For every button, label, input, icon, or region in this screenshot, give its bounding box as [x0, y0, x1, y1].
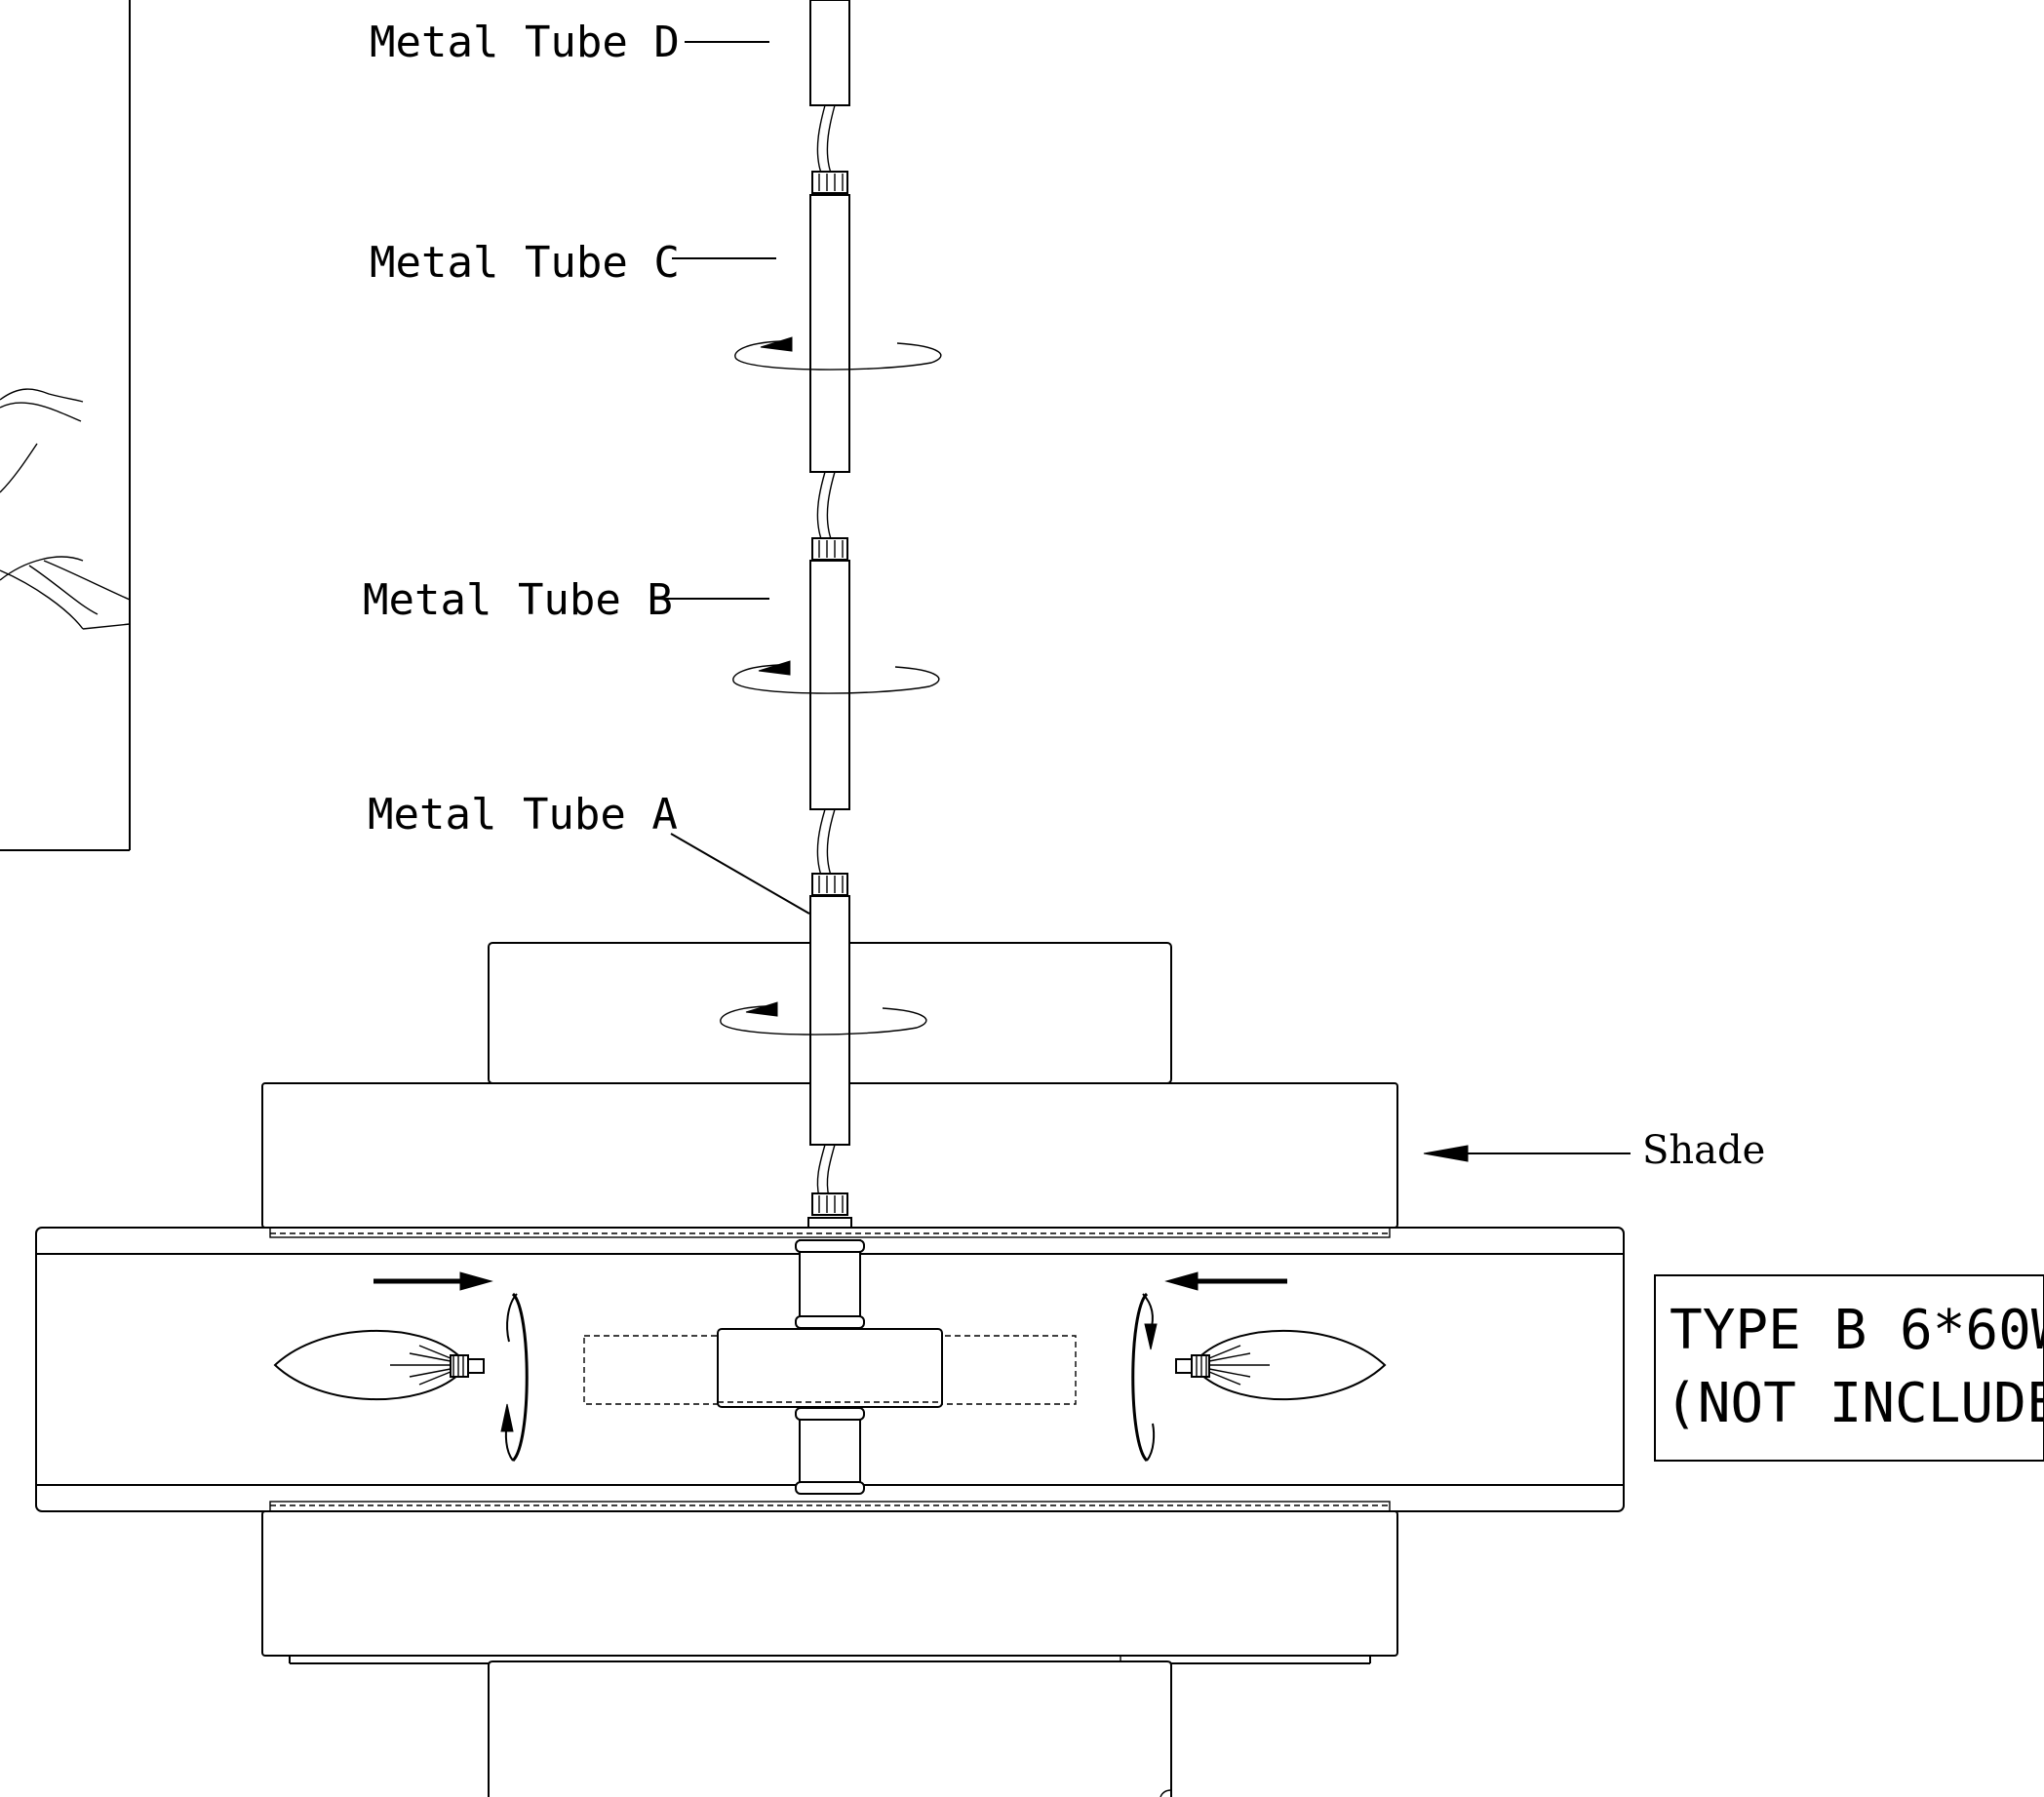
rotate-arrow-tube-c: [734, 336, 942, 371]
twist-arrow-right: [1131, 1292, 1158, 1463]
rotate-arrow-tube-a: [720, 1001, 927, 1035]
shade-pointer-arrow: [1423, 1145, 1631, 1162]
right-bulb: [1175, 1329, 1387, 1401]
metal-tube-a: [809, 895, 850, 1146]
label-metal-tube-b: Metal Tube B: [363, 575, 673, 625]
twist-arrow-left: [500, 1292, 529, 1463]
metal-tube-c: [809, 194, 850, 473]
bulb-note-line1: TYPE B 6*60W: [1670, 1299, 2044, 1362]
shade-bottom-tier: [488, 1660, 1172, 1797]
hand-sketch-panel: [0, 0, 131, 851]
bulb-note-line2: (NOT INCLUDED): [1665, 1372, 2044, 1435]
label-metal-tube-d: Metal Tube D: [370, 18, 680, 67]
rotate-arrow-tube-b: [732, 660, 940, 694]
label-metal-tube-c: Metal Tube C: [370, 238, 680, 288]
label-metal-tube-a: Metal Tube A: [368, 790, 678, 840]
insert-arrow-left: [373, 1271, 493, 1291]
insert-arrow-right: [1164, 1271, 1287, 1291]
metal-tube-b: [809, 560, 850, 810]
bulb-note-box: TYPE B 6*60W (NOT INCLUDED): [1654, 1274, 2044, 1462]
left-bulb: [273, 1329, 485, 1401]
tube-stack: [809, 0, 850, 896]
shade-lower-tier: [261, 1510, 1398, 1657]
leader-tube-a: [670, 833, 810, 915]
metal-tube-d: [809, 0, 850, 106]
center-socket-cluster: [583, 1239, 1077, 1545]
label-shade: Shade: [1642, 1128, 1765, 1173]
